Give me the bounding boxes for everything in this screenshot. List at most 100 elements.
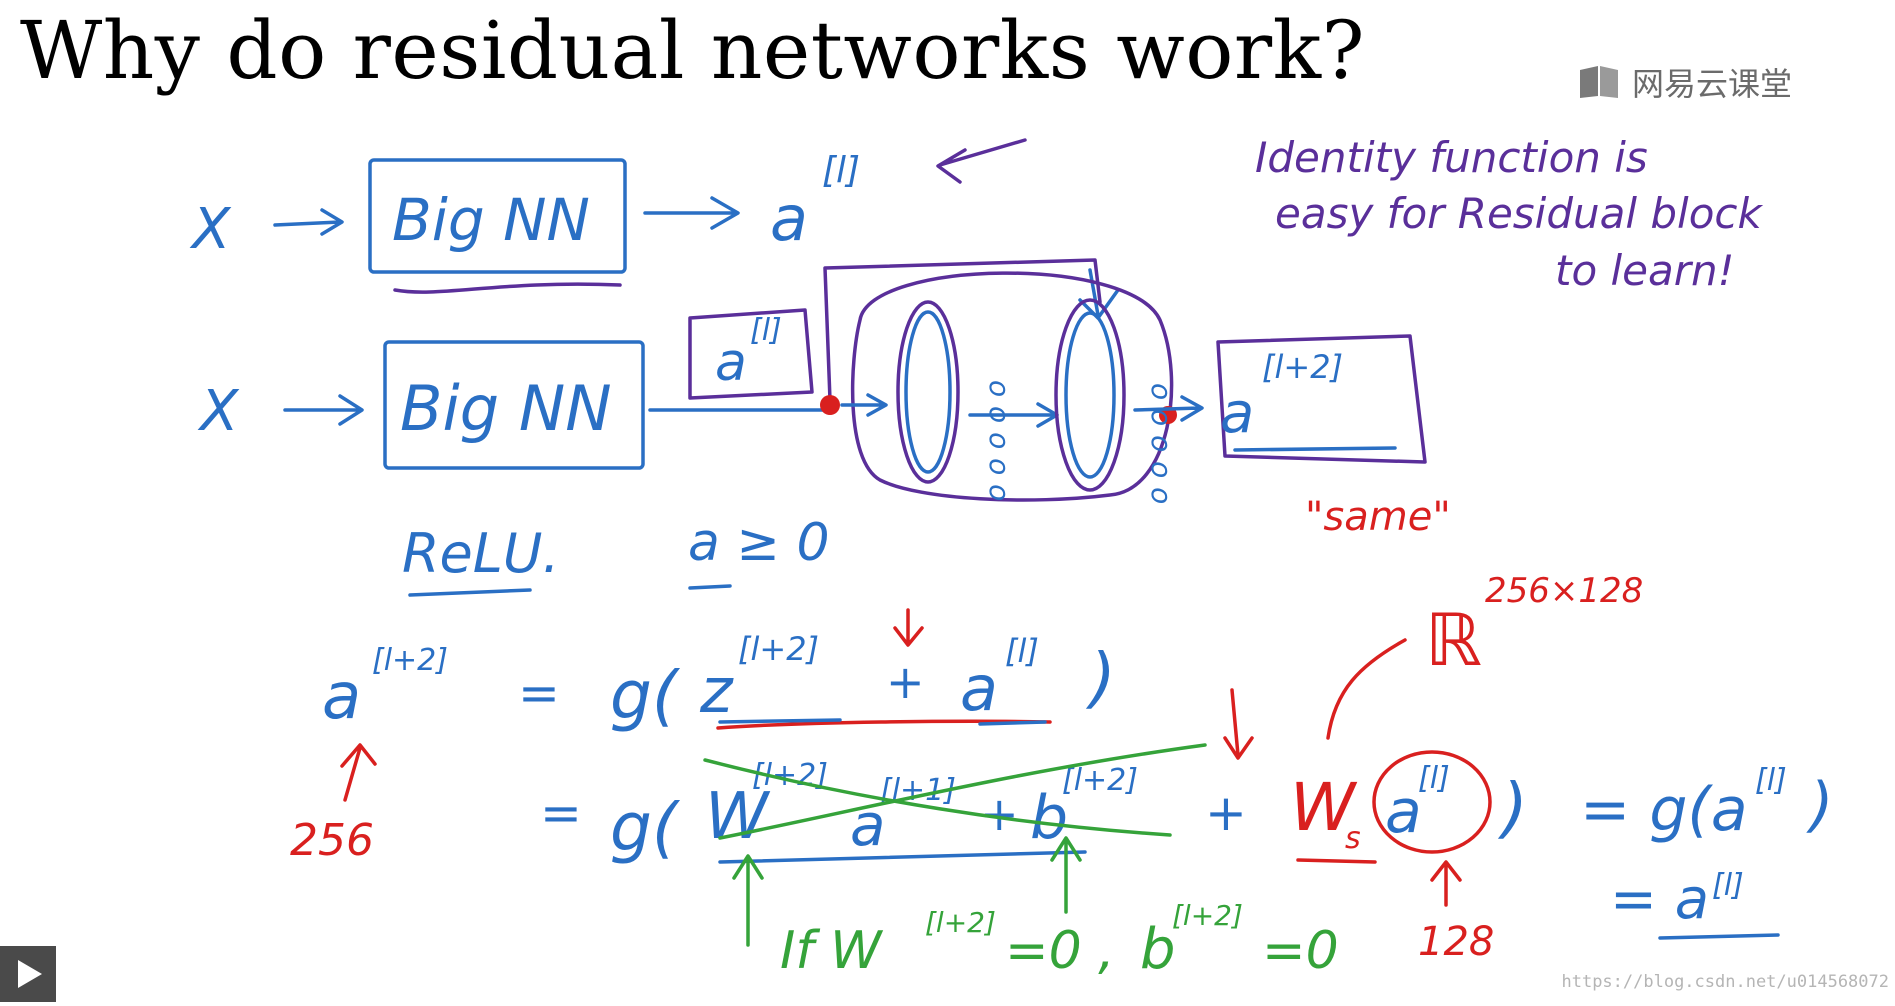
top-row: X Big NN a [l] (189, 138, 1027, 294)
eq1-z: z (699, 654, 734, 727)
layer1-nodes: o o o o o (983, 380, 1016, 501)
eq1-a: a (960, 652, 998, 725)
eq1-g: g( (610, 657, 681, 734)
skip-sup: [l] (750, 313, 782, 348)
eq2-plus: + (980, 787, 1019, 841)
eq2-strike-1 (703, 758, 1172, 837)
cond-arrow-w (732, 854, 764, 947)
book-icon (1580, 66, 1618, 98)
top-underline (393, 282, 622, 294)
top-pointer-arrow (936, 138, 1027, 184)
eq2-b-sup: [l+2] (1062, 763, 1138, 798)
eq2-close: ) (1497, 769, 1528, 846)
top-out-sup: [l] (822, 150, 860, 191)
eq2-plus2: + (1205, 784, 1247, 842)
dim-128: 128 (1418, 919, 1494, 965)
eq2-strike-2 (718, 743, 1207, 840)
equation-1: a [l+2] = g( z [l+2] + a [l] ) 256 (290, 608, 1116, 866)
layer1-outline (896, 300, 960, 484)
eq1-lhs-a: a (322, 660, 361, 734)
source-watermark: https://blog.csdn.net/u014568072 (1561, 972, 1889, 992)
dim-128-arrow (1430, 860, 1462, 907)
eq2-a: a (850, 791, 886, 859)
eq2-al-circle (1372, 750, 1492, 854)
top-arrow-out (643, 196, 740, 230)
layer-arrow-3 (1133, 395, 1204, 422)
eq2-Ws-sub: s (1345, 821, 1361, 856)
cond-b: b (1140, 917, 1176, 982)
eq1-close: ) (1085, 639, 1116, 716)
ws-dimension: ℝ 256×128 128 (1326, 571, 1643, 965)
eq1-red-arrow (893, 608, 924, 647)
zero-condition: If W [l+2] =0 , b [l+2] =0 (732, 836, 1339, 982)
layer2-ellipse (1064, 311, 1116, 479)
eq3-underline (1658, 933, 1780, 940)
layer1-ellipse (904, 310, 952, 474)
bottom-row: X Big NN a [l] o o o o o o o o o o a [l (197, 258, 1451, 540)
eq2-b: b (1030, 783, 1068, 853)
play-icon (18, 960, 42, 988)
equation-2: = g( W [l+2] a [l+1] + b [l+2] + W s a [… (540, 688, 1833, 940)
r-sup: 256×128 (1485, 571, 1643, 611)
top-out-a: a (770, 182, 808, 255)
eq3-sup: [l] (1712, 868, 1744, 903)
skip-start-dot (820, 395, 840, 415)
relu-label: ReLU. (402, 522, 560, 585)
top-x-label: X (189, 197, 232, 262)
eq2-blue-underline (718, 850, 1087, 864)
eq3: = a (1610, 867, 1709, 932)
brand-logo: 网易云课堂 (1578, 62, 1793, 103)
note-line-1: Identity function is (1255, 133, 1648, 182)
same-label: "same" (1305, 494, 1451, 540)
top-arrow-in (273, 208, 344, 236)
eq1-z-sup: [l+2] (738, 630, 819, 668)
bot-big-nn-label: Big NN (400, 372, 612, 445)
eq1-a-sup: [l] (1005, 632, 1039, 670)
eq1-lhs-sup: [l+2] (372, 643, 448, 678)
bot-big-nn-box (383, 340, 645, 470)
relu-underline (408, 588, 532, 597)
eq2-rhs-close: ) (1806, 770, 1833, 840)
cond-b-eq: =0 (1262, 921, 1339, 981)
skip-a: a (715, 333, 747, 393)
output-box (1216, 334, 1427, 464)
r-label: ℝ (1425, 598, 1482, 682)
skip-box (688, 308, 814, 400)
eq2-rhs-sup: [l] (1755, 763, 1787, 798)
output-sup: [l+2] (1262, 348, 1343, 386)
eq2-rhs: = g(a (1580, 775, 1748, 845)
bot-x-label: X (197, 379, 240, 444)
brand-name: 网易云课堂 (1632, 65, 1793, 103)
layer2-nodes: o o o o o (1145, 383, 1178, 504)
cond-w-sup: [l+2] (925, 906, 996, 939)
eq2-red-arrow (1223, 688, 1254, 760)
dim-256-arrow (340, 743, 377, 802)
dim-256: 256 (290, 815, 374, 866)
play-button[interactable] (0, 946, 56, 1002)
output-a: a (1220, 381, 1254, 446)
a-ge0-underline (688, 584, 732, 590)
cond-if: If W (780, 921, 884, 981)
note-line-3: to learn! (1555, 246, 1734, 295)
layer2-outline (1054, 298, 1126, 492)
eq2-W: W (705, 780, 771, 854)
relu-note: ReLU. a ≥ 0 (402, 513, 830, 597)
residual-block-outline (850, 271, 1174, 502)
output-underline (1233, 446, 1397, 452)
a-ge0: a ≥ 0 (688, 513, 830, 573)
cond-w-eq: =0 , (1005, 921, 1115, 981)
cond-arrow-b (1050, 836, 1082, 914)
bot-arrow-in (283, 394, 364, 426)
eq2-g: g( (610, 789, 681, 866)
eq2-al-sup: [l] (1418, 761, 1450, 796)
skip-path (823, 258, 1102, 402)
eq2-eq: = (540, 784, 582, 842)
r-pointer-line (1326, 638, 1407, 740)
slide-title: Why do residual networks work? (20, 4, 1365, 97)
eq2-Ws-underline (1296, 858, 1377, 864)
layer-arrow-1 (840, 393, 888, 417)
cond-b-sup: [l+2] (1172, 899, 1243, 932)
eq1-blue-underline (718, 718, 1047, 726)
eq1-plus: + (886, 655, 925, 709)
